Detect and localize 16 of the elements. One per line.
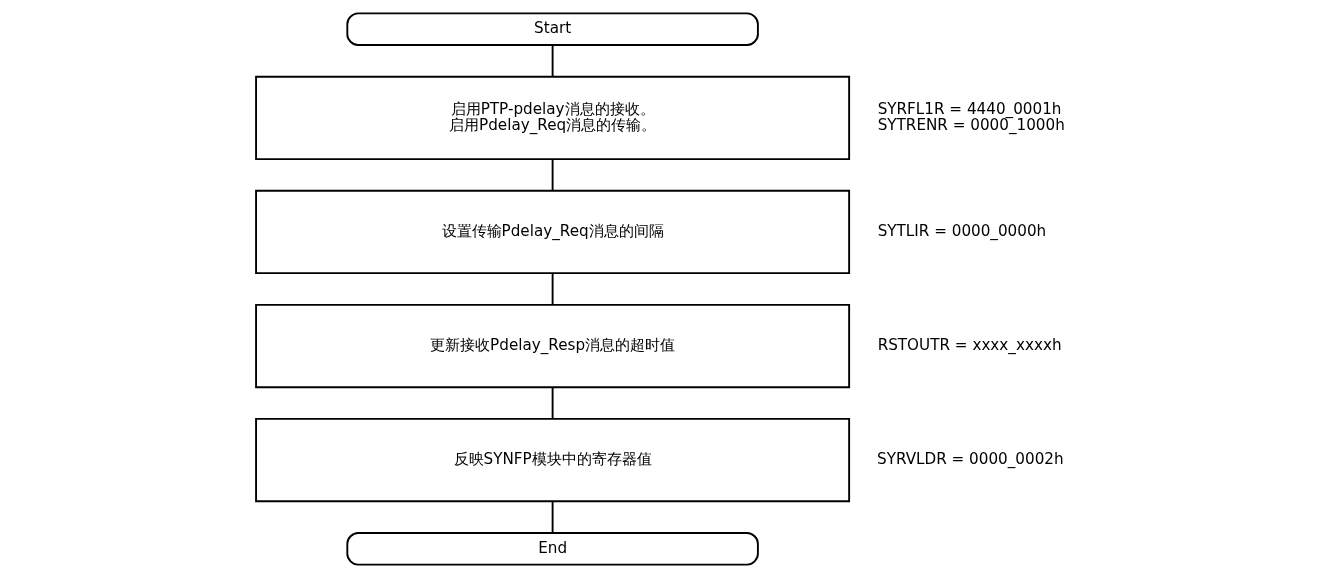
connector bbox=[551, 158, 554, 192]
node-box: End bbox=[345, 532, 759, 566]
node-label: SYRFL1R = 4440_0001h bbox=[877, 99, 1061, 118]
connector bbox=[551, 44, 554, 78]
node-label: SYRVLDR = 0000_0002h bbox=[876, 450, 1064, 469]
connector bbox=[551, 272, 554, 306]
node-box: 设置传输Pdelay_Req消息的间隔 bbox=[254, 189, 850, 275]
connector bbox=[551, 500, 554, 534]
node-box: Start bbox=[345, 12, 759, 46]
node-label: RSTOUTR = xxxx_xxxxh bbox=[877, 335, 1062, 354]
node-label: SYTLIR = 0000_0000h bbox=[877, 221, 1046, 240]
node-box: 反映SYNFP模块中的寄存器值 bbox=[254, 417, 850, 503]
connector bbox=[551, 386, 554, 420]
node-label: SYTRENR = 0000_1000h bbox=[877, 116, 1065, 135]
node-box: 启用PTP-pdelay消息的接收。 启用Pdelay_Req消息的传输。 bbox=[254, 75, 850, 161]
node-box: 更新接收Pdelay_Resp消息的超时值 bbox=[254, 303, 850, 389]
